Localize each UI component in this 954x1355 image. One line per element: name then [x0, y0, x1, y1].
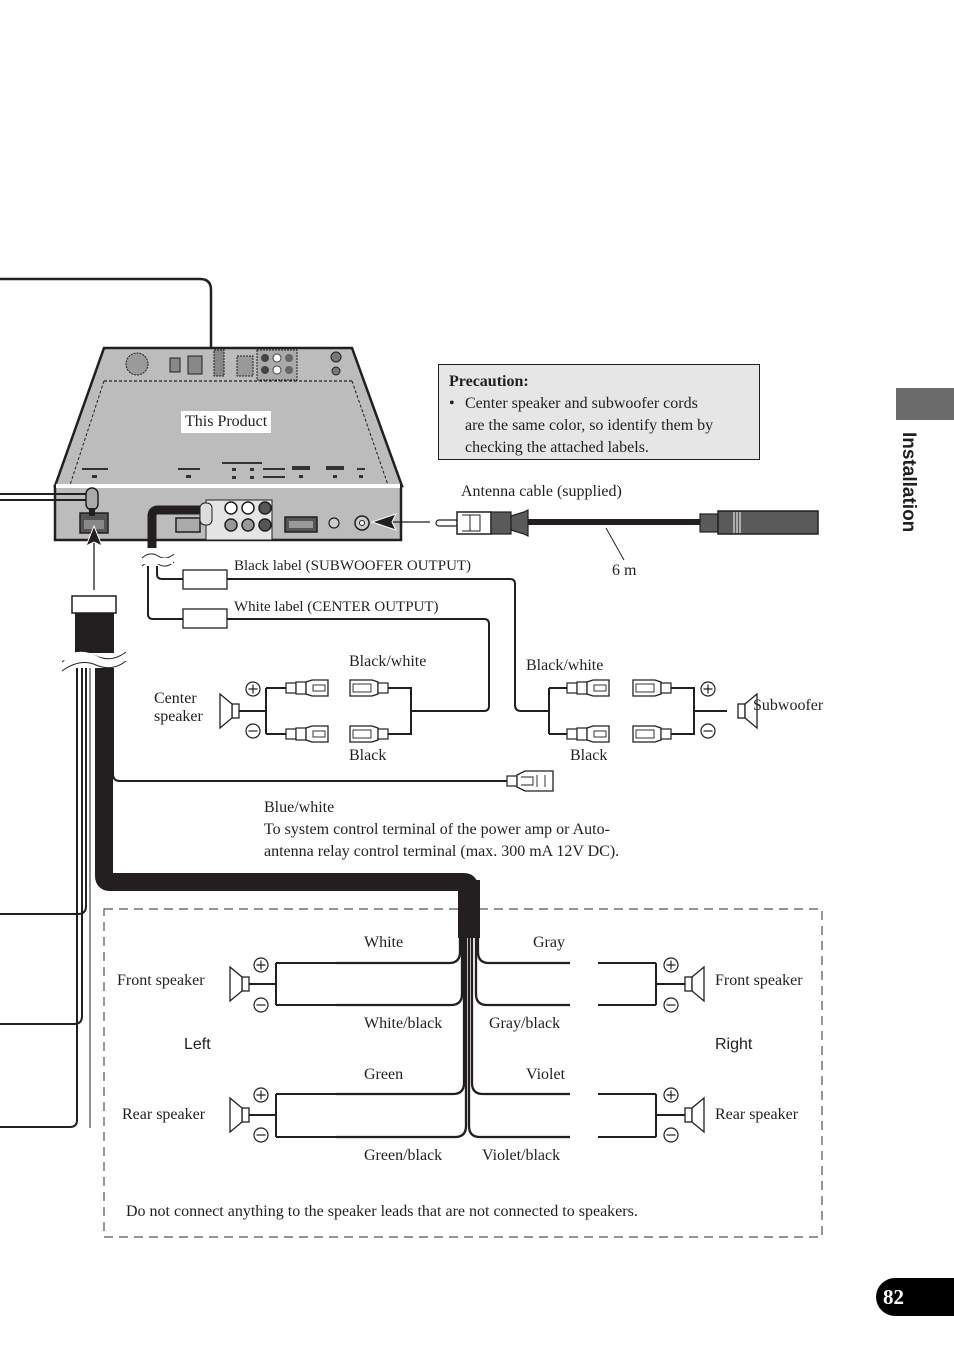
violet-wire-label: Violet	[526, 1066, 566, 1083]
right-front-speaker-label: Front speaker	[715, 972, 803, 989]
speaker-section-box	[103, 908, 823, 1238]
speaker-lead-note: Do not connect anything to the speaker l…	[126, 1203, 638, 1220]
precaution-box: Precaution: • Center speaker and subwoof…	[438, 364, 760, 460]
minus-icon	[700, 723, 716, 739]
precaution-line: are the same color, so identify them by	[465, 417, 714, 434]
white-wire-label: White	[364, 934, 404, 951]
precaution-line: Center speaker and subwoofer cords	[465, 395, 698, 412]
rca-output-cable	[147, 505, 206, 548]
green-black-wire-label: Green/black	[364, 1147, 443, 1164]
left-rear-speaker-icon	[229, 1097, 250, 1133]
center-speaker-label-1: Center	[154, 690, 197, 707]
white-black-wire-label: White/black	[364, 1015, 443, 1032]
right-label: Right	[715, 1036, 753, 1053]
center-speaker-icon	[219, 693, 240, 729]
subwoofer-minus-wire-label: Black	[570, 747, 608, 764]
precaution-line: checking the attached labels.	[465, 439, 649, 456]
gray-black-wire-label: Gray/black	[489, 1015, 561, 1032]
top-harness-cable	[0, 277, 222, 360]
page-number: 82	[876, 1278, 954, 1316]
right-rear-speaker-icon	[684, 1097, 705, 1133]
center-output-label: White label (CENTER OUTPUT)	[234, 599, 439, 615]
black-label-tag	[182, 569, 228, 590]
center-minus-wire-label: Black	[349, 747, 387, 764]
plus-icon	[245, 681, 261, 697]
blue-white-desc-1: To system control terminal of the power …	[264, 821, 610, 838]
bullet-icon: •	[449, 395, 455, 412]
violet-black-wire-label: Violet/black	[482, 1147, 561, 1164]
center-speaker-label-2: speaker	[154, 708, 203, 725]
right-rear-speaker-label: Rear speaker	[715, 1106, 799, 1123]
right-front-speaker-icon	[684, 966, 705, 1002]
minus-icon	[245, 723, 261, 739]
blue-white-label: Blue/white	[264, 799, 335, 816]
white-label-tag	[182, 608, 228, 629]
center-plus-wire-label: Black/white	[349, 653, 427, 670]
antenna-cable	[435, 509, 819, 561]
section-label: Installation	[898, 432, 919, 533]
subwoofer-plus-wire-label: Black/white	[526, 657, 604, 674]
left-rear-speaker-label: Rear speaker	[122, 1106, 206, 1123]
left-front-speaker-label: Front speaker	[117, 972, 205, 989]
blue-white-desc-2: antenna relay control terminal (max. 300…	[264, 843, 620, 860]
subwoofer-output-label: Black label (SUBWOOFER OUTPUT)	[234, 558, 472, 574]
this-product-label: This Product	[181, 411, 272, 433]
green-wire-label: Green	[364, 1066, 404, 1083]
harness-connector	[71, 595, 117, 614]
subwoofer-label: Subwoofer	[753, 697, 824, 714]
precaution-title: Precaution:	[449, 373, 529, 390]
section-tab	[896, 388, 954, 420]
head-unit	[53, 346, 404, 542]
antenna-cable-label: Antenna cable (supplied)	[461, 483, 622, 500]
left-label: Left	[184, 1036, 211, 1053]
left-front-speaker-icon	[229, 966, 250, 1002]
antenna-length-label: 6 m	[612, 562, 637, 579]
gray-wire-label: Gray	[533, 934, 565, 951]
plus-icon	[700, 681, 716, 697]
